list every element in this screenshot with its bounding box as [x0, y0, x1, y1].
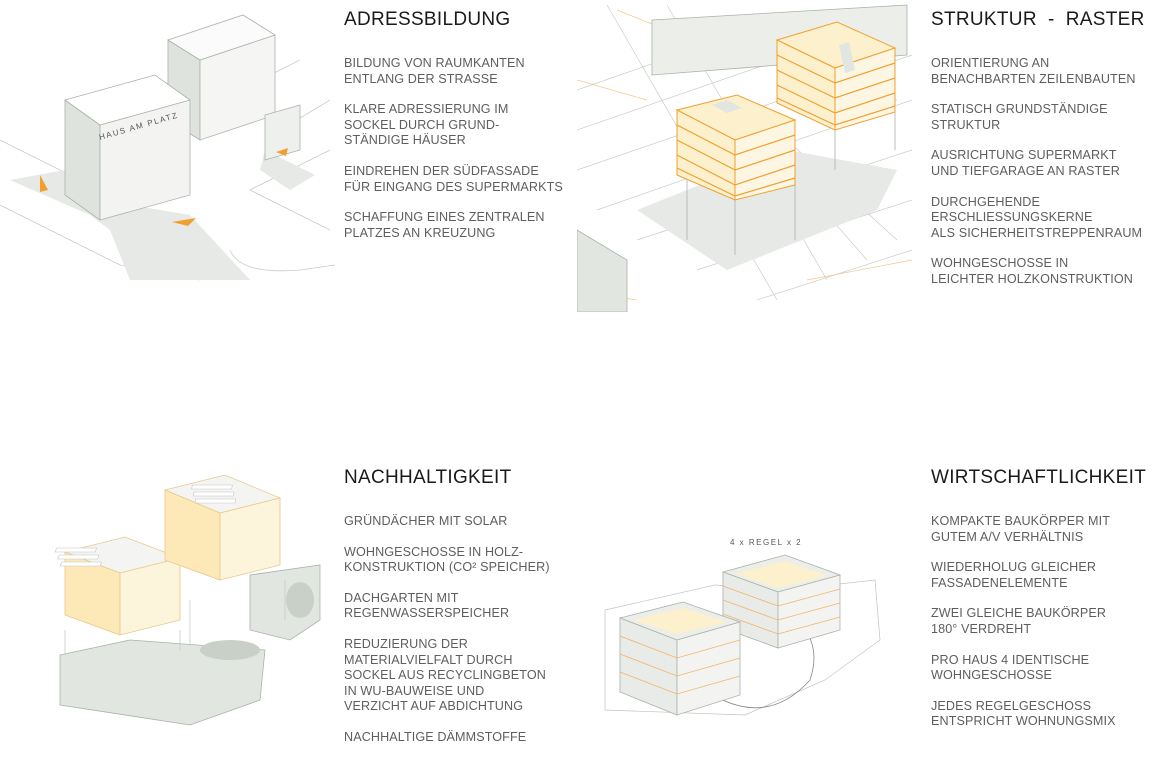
adressbildung-diagram: HAUS AM PLATZ — [0, 14, 336, 281]
paragraph-line: FASSADENELEMENTE — [931, 575, 1068, 590]
paragraph-line: VERZICHT AUF ABDICHTUNG — [344, 699, 524, 714]
paragraph-line: GRÜNDÄCHER MIT SOLAR — [344, 514, 508, 528]
paragraph-line: REDUZIERUNG DER — [344, 636, 468, 651]
paragraph-line: ORIENTIERUNG AN — [931, 56, 1050, 70]
paragraph-line: BILDUNG VON RAUMKANTEN — [344, 56, 525, 70]
wirtschaftlichkeit-diagram: 4 x REGEL x 2 — [604, 538, 881, 716]
paragraph-line: WIEDERHOLUG GLEICHER — [931, 560, 1097, 575]
paragraph-line: ENTSPRICHT WOHNUNGSMIX — [931, 714, 1116, 729]
paragraph-line: ERSCHLIESSUNGSKERNE — [931, 210, 1093, 225]
paragraph-line: KLARE ADRESSIERUNG IM — [344, 102, 509, 117]
section-nachhaltigkeit: NACHHALTIGKEIT GRÜNDÄCHER MIT SOLAR WOHNGE… — [344, 467, 574, 761]
paragraph-line: SOCKEL DURCH GRUND- — [344, 117, 500, 132]
section-title: NACHHALTIGKEIT — [344, 467, 512, 488]
section-title: STRUKTUR - RASTER — [931, 9, 1145, 30]
paragraph-line: ENTLANG DER STRASSE — [344, 71, 498, 86]
paragraph-line: GUTEM A/V VERHÄLTNIS — [931, 529, 1084, 544]
paragraph-line: WOHNGESCHOSSE IN HOLZ- — [344, 544, 524, 559]
rainwater-basin — [286, 582, 314, 618]
regel-label: 4 x REGEL x 2 — [730, 538, 802, 547]
haus-am-platz-top — [64, 74, 191, 126]
paragraph-line: KOMPAKTE BAUKÖRPER MIT — [931, 514, 1111, 528]
entrance-arrow-icon — [40, 175, 48, 192]
paragraph-line: BENACHBARTEN ZEILENBAUTEN — [931, 71, 1136, 86]
paragraph-line: DACHGARTEN MIT — [344, 590, 459, 605]
section-wirtschaftlichkeit: WIRTSCHAFTLICHKEIT KOMPAKTE BAUKÖRPER MIT… — [931, 467, 1161, 745]
solar-panels — [54, 547, 102, 567]
building-left — [618, 601, 742, 716]
paragraph-line: SOCKEL AUS RECYCLINGBETON — [344, 668, 546, 683]
paragraph-line: STÄNDIGE HÄUSER — [344, 133, 466, 148]
solar-panels — [191, 484, 237, 504]
building-right — [721, 554, 842, 649]
paragraph-line: NACHHALTIGE DÄMMSTOFFE — [344, 729, 527, 744]
paragraph-line: UND TIEFGARAGE AN RASTER — [931, 163, 1121, 178]
paragraph-line: ALS SICHERHEITSTREPPENRAUM — [931, 225, 1143, 240]
building-rear-wing — [264, 104, 301, 161]
paragraph-line: IN WU-BAUWEISE UND — [344, 683, 485, 698]
paragraph-line: STATISCH GRUNDSTÄNDIGE — [931, 102, 1108, 117]
parking-ground — [637, 150, 897, 270]
paragraph-line: MATERIALVIELFALT DURCH — [344, 652, 513, 667]
paragraph-line: KONSTRUKTION (CO² SPEICHER) — [344, 560, 550, 575]
paragraph-line: STRUKTUR — [931, 117, 1001, 132]
paragraph-line: LEICHTER HOLZKONSTRUKTION — [931, 271, 1133, 286]
paragraph-line: ZWEI GLEICHE BAUKÖRPER — [931, 606, 1107, 621]
building-rear-top — [167, 14, 276, 61]
timber-building-right — [775, 21, 897, 170]
paragraph-line: WOHNGESCHOSSE IN — [931, 256, 1069, 271]
timber-building-left — [54, 536, 182, 636]
section-paragraph: NACHHALTIGE DÄMMSTOFFE — [344, 730, 574, 746]
paragraph-line: DURCHGEHENDE — [931, 194, 1040, 209]
base-plinth — [59, 639, 266, 726]
street-ground — [260, 150, 315, 190]
section-title: ADRESSBILDUNG — [344, 9, 511, 30]
section-paragraph: WOHNGESCHOSSE IN HOLZ-KONSTRUKTION (CO² … — [344, 545, 574, 576]
paragraph-line: SCHAFFUNG EINES ZENTRALEN — [344, 210, 545, 225]
paragraph-line: EINDREHEN DER SÜDFASSADE — [344, 163, 539, 178]
neighbor-building — [577, 229, 628, 312]
timber-building-left — [675, 94, 797, 255]
paragraph-line: AUSRICHTUNG SUPERMARKT — [931, 148, 1117, 163]
struktur-raster-diagram — [577, 4, 912, 312]
paragraph-line: 180° VERDREHT — [931, 621, 1032, 636]
entrance-arrow-icon — [276, 148, 288, 156]
section-title: WIRTSCHAFTLICHKEIT — [931, 467, 1147, 488]
paragraph-line: REGENWASSERSPEICHER — [344, 606, 510, 621]
paragraph-line: PRO HAUS 4 IDENTISCHE — [931, 652, 1090, 667]
timber-building-right — [163, 474, 282, 581]
rainwater-basin — [200, 640, 260, 660]
nachhaltigkeit-diagram — [54, 474, 321, 726]
paragraph-line: WOHNGESCHOSSE — [931, 668, 1052, 683]
entrance-arrow-icon — [172, 218, 196, 226]
paragraph-line: FÜR EINGANG DES SUPERMARKTS — [344, 179, 563, 194]
paragraph-line: JEDES REGELGESCHOSS — [931, 698, 1092, 713]
section-paragraph: GRÜNDÄCHER MIT SOLAR — [344, 514, 574, 530]
paragraph-line: PLATZES AN KREUZUNG — [344, 225, 496, 240]
